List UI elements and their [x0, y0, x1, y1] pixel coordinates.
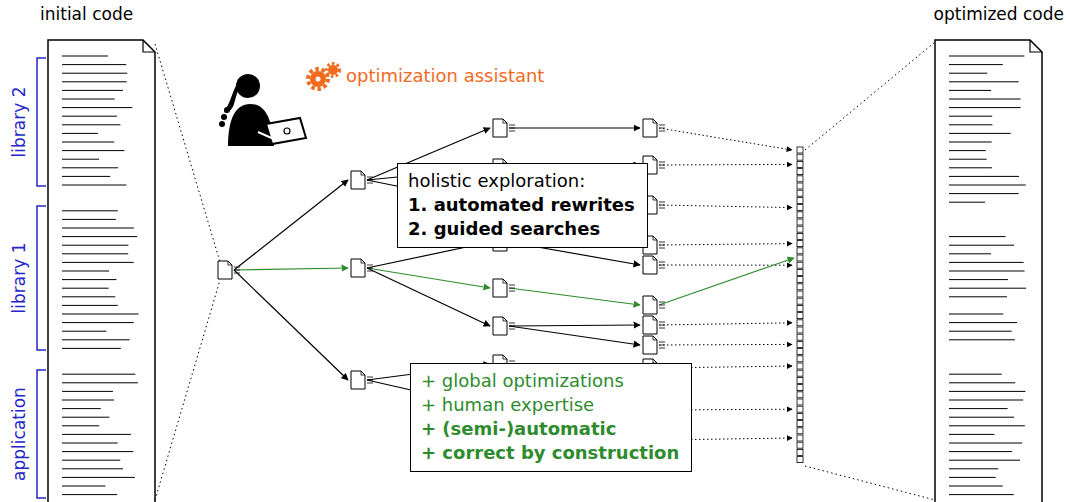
assistant-label: optimization assistant [346, 66, 544, 86]
library-brackets [37, 58, 46, 498]
box-text: 2. guided searches [408, 217, 635, 241]
optimized-document [935, 40, 1042, 502]
library-label: library 2 [9, 87, 29, 158]
document-label: optimized code [934, 4, 1064, 24]
box-text: + (semi-)automatic [421, 417, 679, 441]
person-icon [219, 74, 306, 146]
box-text: holistic exploration: [408, 169, 635, 193]
initial-document [48, 40, 155, 502]
exploration-box: holistic exploration:1. automated rewrit… [397, 163, 648, 248]
library-label: library 1 [9, 243, 29, 314]
box-text: + global optimizations [421, 369, 679, 393]
application-label: application [9, 387, 29, 481]
document-label: initial code [40, 4, 133, 24]
benefits-box: + global optimizations+ human expertise+… [410, 363, 692, 472]
gear-icon [308, 64, 340, 90]
box-text: + human expertise [421, 393, 679, 417]
box-text: 1. automated rewrites [408, 193, 635, 217]
box-text: + correct by construction [421, 441, 679, 465]
